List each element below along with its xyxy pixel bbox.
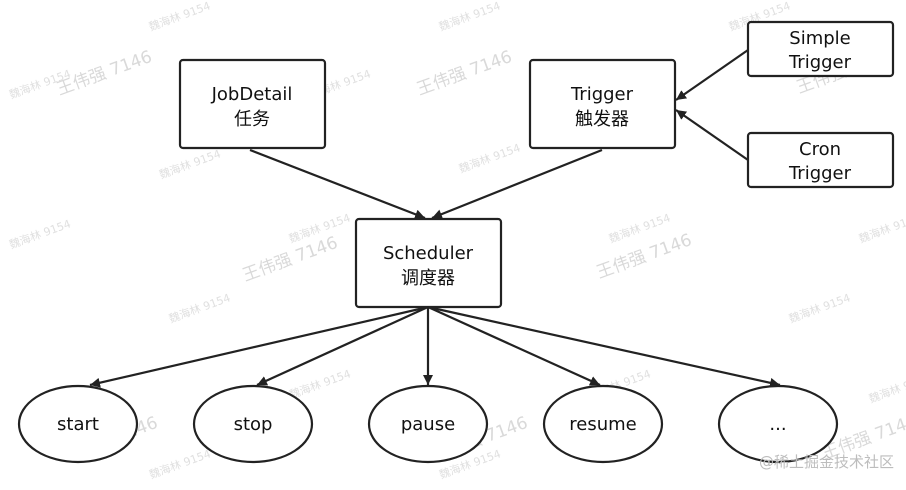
- node-label: JobDetail: [211, 84, 293, 105]
- node-jobdetail: JobDetail 任务: [178, 58, 327, 150]
- scheduler-to-start-arrow: [89, 305, 429, 388]
- watermark: 魏海林 9154: [147, 0, 212, 34]
- action-label: ...: [769, 414, 786, 435]
- node-box: [178, 58, 327, 150]
- svg-text:魏海林 9154: 魏海林 9154: [437, 0, 502, 34]
- svg-text:魏海林 9154: 魏海林 9154: [457, 140, 522, 175]
- trigger-to-scheduler-arrow: [431, 148, 603, 220]
- node-box: [746, 131, 895, 189]
- action-label: start: [57, 414, 99, 435]
- node-box: [746, 20, 895, 78]
- node-label: 任务: [234, 109, 270, 130]
- action-ellipse: [542, 384, 664, 464]
- action-stop: stop: [192, 384, 314, 464]
- action-start: start: [17, 384, 139, 464]
- watermark: 魏海林 9154: [147, 446, 212, 481]
- svg-text:魏海林 9154: 魏海林 9154: [147, 446, 212, 481]
- svg-text:魏海林 9154: 魏海林 9154: [157, 146, 222, 181]
- svg-text:魏海林 9154: 魏海林 9154: [7, 216, 72, 251]
- node-box: [354, 217, 503, 309]
- scheduler-to-resume-arrow: [427, 305, 601, 387]
- scheduler-to-stop-arrow: [256, 305, 429, 387]
- node-label: Cron: [799, 139, 841, 160]
- action-pause: pause: [367, 384, 489, 464]
- watermark: 魏海林 9154: [857, 210, 906, 245]
- watermark: 魏海林 9154: [167, 290, 232, 325]
- node-cron-trigger: Cron Trigger: [746, 131, 895, 189]
- watermark: 魏海林 9154: [157, 146, 222, 181]
- node-trigger: Trigger 触发器: [528, 58, 677, 150]
- watermark: 魏海林 9154: [867, 370, 906, 405]
- node-label: Trigger: [788, 52, 852, 73]
- watermark: 魏海林 9154: [437, 0, 502, 34]
- svg-text:魏海林 9154: 魏海林 9154: [867, 370, 906, 405]
- svg-text:魏海林 9154: 魏海林 9154: [857, 210, 906, 245]
- action-ellipse: [717, 384, 839, 464]
- action-resume: resume: [542, 384, 664, 464]
- node-label: 调度器: [401, 268, 455, 289]
- node-box: [528, 58, 677, 150]
- cron-trigger-to-trigger-arrow: [675, 109, 749, 161]
- watermark: 魏海林 9154: [287, 366, 352, 401]
- action-label: resume: [569, 414, 636, 435]
- node-label: Trigger: [570, 84, 634, 105]
- action-ellipse: [367, 384, 489, 464]
- watermark: 魏海林 9154: [457, 140, 522, 175]
- scheduler-to-more-arrow: [427, 305, 781, 388]
- watermark: 魏海林 9154: [7, 216, 72, 251]
- svg-text:魏海林 9154: 魏海林 9154: [147, 0, 212, 34]
- action-label: pause: [401, 414, 455, 435]
- action-label: stop: [234, 414, 273, 435]
- watermark: 魏海林 9154: [787, 290, 852, 325]
- node-label: 触发器: [575, 109, 629, 130]
- svg-text:魏海林 9154: 魏海林 9154: [287, 366, 352, 401]
- svg-text:魏海林 9154: 魏海林 9154: [787, 290, 852, 325]
- action-ellipse: [192, 384, 314, 464]
- svg-text:魏海林 9154: 魏海林 9154: [167, 290, 232, 325]
- action-ellipse: [17, 384, 139, 464]
- jobdetail-to-scheduler-arrow: [249, 148, 426, 220]
- node-simple-trigger: Simple Trigger: [746, 20, 895, 78]
- simple-trigger-to-trigger-arrow: [675, 49, 749, 101]
- credit-watermark: @稀土掘金技术社区: [758, 453, 894, 471]
- watermark: 王伟强 7146: [414, 47, 515, 100]
- node-label: Simple: [789, 28, 850, 49]
- node-label: Scheduler: [383, 243, 474, 264]
- connector-layer: [89, 49, 781, 388]
- node-label: Trigger: [788, 163, 852, 184]
- svg-text:王伟强 7146: 王伟强 7146: [414, 47, 515, 100]
- node-scheduler: Scheduler 调度器: [354, 217, 503, 309]
- action-more: ...: [717, 384, 839, 464]
